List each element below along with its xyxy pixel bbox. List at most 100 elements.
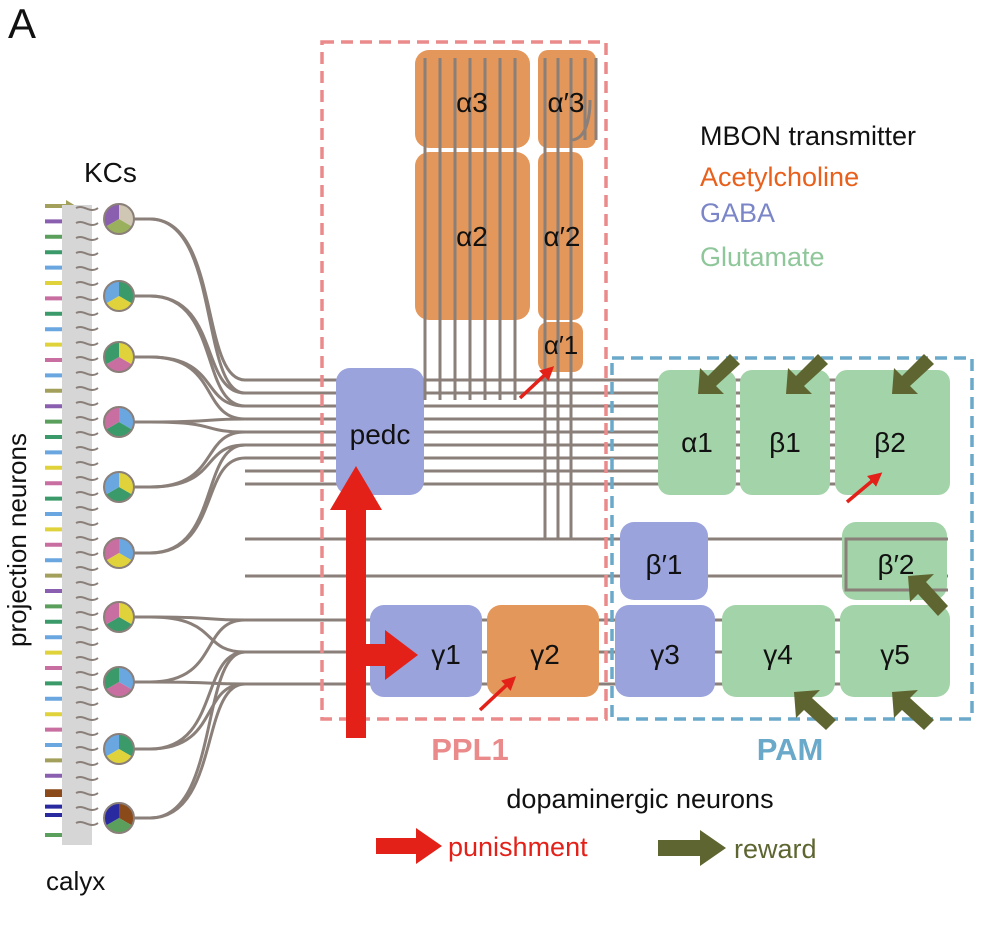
label-beta-prime2: β′2 bbox=[878, 549, 915, 580]
kc-axon bbox=[134, 294, 246, 408]
reward-arrows bbox=[698, 354, 948, 730]
calyx-dendrites bbox=[62, 205, 99, 845]
red-arrow-beta2 bbox=[845, 472, 883, 504]
dendrite bbox=[75, 596, 99, 601]
kc-body bbox=[103, 203, 135, 235]
box-pedc bbox=[336, 368, 424, 495]
pam-outline bbox=[610, 356, 974, 721]
lobe-axons bbox=[423, 58, 948, 592]
reward-arrow-gamma4 bbox=[794, 690, 836, 730]
kc-slice bbox=[106, 487, 132, 502]
dendrite bbox=[75, 686, 99, 691]
alpha-prime-loop bbox=[570, 99, 592, 142]
red-arrow-alpha-prime1 bbox=[518, 366, 555, 400]
dendrite bbox=[75, 476, 99, 481]
kc-axon bbox=[134, 217, 246, 395]
kc-slice bbox=[106, 682, 132, 697]
legend-glutamate: Glutamate bbox=[700, 242, 825, 272]
calyx-label: calyx bbox=[46, 866, 105, 896]
label-beta-prime1: β′1 bbox=[646, 549, 683, 580]
reward-arrow-beta1 bbox=[786, 354, 828, 394]
box-alpha-prime3 bbox=[538, 50, 596, 148]
dendrite bbox=[75, 491, 99, 496]
kc-axon bbox=[134, 682, 246, 751]
big-red-arrow-right bbox=[356, 630, 418, 680]
panel-label: A bbox=[8, 0, 36, 47]
dendrite bbox=[75, 326, 99, 331]
dendrite bbox=[75, 431, 99, 436]
label-beta2: β2 bbox=[874, 427, 906, 458]
label-alpha3: α3 bbox=[456, 87, 488, 118]
box-beta-prime1 bbox=[620, 522, 708, 600]
compartment-boxes bbox=[336, 50, 950, 697]
box-beta1 bbox=[740, 370, 830, 495]
kc-body bbox=[103, 341, 135, 373]
dendrite bbox=[75, 506, 99, 511]
pam-label: PAM bbox=[757, 732, 824, 767]
kc-axon bbox=[134, 680, 246, 686]
label-gamma5: γ5 bbox=[880, 639, 910, 670]
dendrite bbox=[75, 761, 99, 766]
kc-body bbox=[103, 733, 135, 765]
beta-prime-loop bbox=[844, 537, 948, 592]
label-alpha-prime3: α′3 bbox=[547, 87, 584, 118]
dendrite bbox=[75, 746, 99, 751]
dendrite bbox=[75, 611, 99, 616]
dendrite bbox=[75, 806, 99, 811]
dendrite bbox=[75, 671, 99, 676]
legend-title: MBON transmitter bbox=[700, 121, 916, 151]
compartment-labels: α3 α2 α′3 α′2 α′1 pedc α1 β1 β2 β′1 β′2 … bbox=[350, 87, 915, 670]
dendrite bbox=[75, 461, 99, 466]
kc-slice bbox=[106, 422, 132, 437]
kc-axon bbox=[134, 650, 246, 751]
dendrite bbox=[75, 296, 99, 301]
dendrite bbox=[75, 251, 99, 256]
kc-axon bbox=[134, 615, 246, 654]
kc-axon bbox=[134, 682, 246, 820]
label-alpha-prime2: α′2 bbox=[543, 221, 580, 252]
box-alpha1 bbox=[658, 370, 736, 495]
punishment-label: punishment bbox=[448, 832, 588, 862]
box-gamma2 bbox=[487, 605, 599, 697]
kc-body bbox=[103, 666, 135, 698]
ppl1-outline bbox=[320, 40, 608, 721]
box-gamma1 bbox=[370, 605, 482, 697]
kc-body bbox=[103, 601, 135, 633]
dendrite bbox=[75, 386, 99, 391]
kc-body bbox=[103, 406, 135, 438]
dendrite bbox=[75, 341, 99, 346]
box-gamma3 bbox=[615, 605, 715, 697]
label-gamma4: γ4 bbox=[763, 639, 793, 670]
dendrite bbox=[75, 626, 99, 631]
dendrite bbox=[75, 701, 99, 706]
dendrite bbox=[75, 581, 99, 586]
reward-arrow-gamma5 bbox=[892, 690, 934, 730]
big-red-arrow-up bbox=[330, 466, 382, 738]
dendrite bbox=[75, 731, 99, 736]
dendrite bbox=[75, 221, 99, 226]
label-alpha-prime1: α′1 bbox=[544, 330, 578, 360]
label-gamma2: γ2 bbox=[530, 639, 560, 670]
reward-label: reward bbox=[734, 834, 817, 864]
dendrite bbox=[75, 791, 99, 796]
label-beta1: β1 bbox=[769, 427, 801, 458]
kc-slice bbox=[106, 617, 132, 632]
kc-axon bbox=[134, 456, 246, 555]
dendrite bbox=[75, 551, 99, 556]
punishment-legend-arrow-icon bbox=[376, 828, 442, 864]
kc-slice bbox=[106, 553, 132, 568]
reward-legend-arrow-icon bbox=[658, 830, 726, 866]
kcs-label: KCs bbox=[84, 157, 137, 188]
kc-axon bbox=[134, 420, 246, 434]
legend-gaba: GABA bbox=[700, 198, 775, 228]
dendrite bbox=[75, 356, 99, 361]
dendrite bbox=[75, 716, 99, 721]
kc-body bbox=[103, 802, 135, 834]
label-alpha1: α1 bbox=[681, 427, 713, 458]
legend-acetylcholine: Acetylcholine bbox=[700, 162, 859, 192]
projection-neurons-label: projection neurons bbox=[2, 433, 32, 647]
kenyon-cell-bodies bbox=[103, 203, 135, 834]
reward-arrow-beta2 bbox=[892, 354, 934, 394]
kc-slice bbox=[106, 818, 132, 833]
dendrite bbox=[75, 641, 99, 646]
